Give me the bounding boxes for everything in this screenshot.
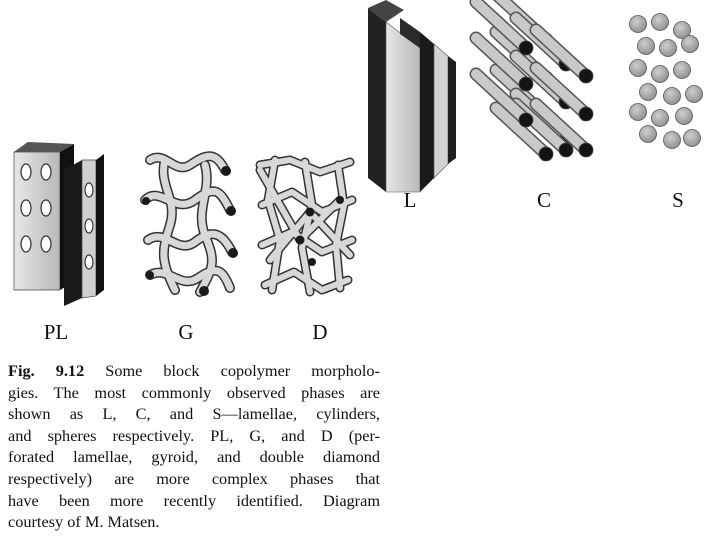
- sphere: [651, 13, 669, 31]
- sphere: [663, 131, 681, 149]
- cylinder-rod: [471, 33, 531, 89]
- gyroid-structure: [140, 151, 238, 297]
- sphere: [673, 21, 691, 39]
- cylinder-rod: [531, 25, 591, 81]
- double-diamond-structure: [255, 155, 357, 297]
- label-C: C: [536, 188, 551, 212]
- label-G: G: [178, 320, 194, 344]
- caption-line: Some block copolymer morpholo-: [105, 361, 380, 380]
- cylinder-end: [518, 76, 534, 92]
- sphere: [637, 37, 655, 55]
- sphere: [639, 125, 657, 143]
- sphere: [659, 39, 677, 57]
- label-D: D: [312, 320, 328, 344]
- cylinder-rod: [491, 103, 551, 159]
- sphere: [629, 103, 647, 121]
- sphere: [673, 61, 691, 79]
- caption-line: have been more recently identified. Diag…: [8, 490, 380, 510]
- sphere: [629, 15, 647, 33]
- caption-line: forated lamellae, gyroid, and double dia…: [8, 447, 380, 467]
- sphere: [651, 109, 669, 127]
- sphere: [639, 83, 657, 101]
- cylinder-end: [538, 146, 554, 162]
- sphere: [681, 35, 699, 53]
- caption-line: gies. The most commonly observed phases …: [8, 382, 380, 402]
- label-S: S: [672, 188, 684, 212]
- sphere: [683, 129, 701, 147]
- label-L: L: [403, 188, 417, 212]
- sphere: [663, 87, 681, 105]
- cylinder-rod: [471, 69, 531, 125]
- caption-line: shown as L, C, and S—lamellae, cylinders…: [8, 404, 380, 424]
- lamellae-structure: [368, 0, 456, 193]
- cylinder-rod: [531, 99, 591, 155]
- cylinders-structure: [469, 0, 594, 162]
- perforated-lamellae-structure: [13, 142, 104, 306]
- cylinder-end: [578, 68, 594, 84]
- sphere: [675, 107, 693, 125]
- caption-line: and spheres respectively. PL, G, and D (…: [8, 425, 380, 445]
- cylinder-rod: [531, 63, 591, 119]
- cylinder-end: [558, 142, 574, 158]
- sphere: [685, 85, 703, 103]
- cylinder-rod: [471, 0, 531, 53]
- figure-number: Fig. 9.12: [8, 361, 85, 380]
- spheres-structure: [629, 13, 703, 149]
- label-PL: PL: [43, 320, 69, 344]
- cylinder-end: [518, 112, 534, 128]
- caption-line: respectively) are more complex phases th…: [8, 468, 380, 488]
- sphere: [629, 59, 647, 77]
- caption-line: courtesy of M. Matsen.: [8, 512, 160, 532]
- cylinder-end: [518, 40, 534, 56]
- figure-caption: Fig. 9.12 Some block copolymer morpholo-…: [8, 360, 380, 533]
- sphere: [651, 65, 669, 83]
- cylinder-end: [578, 106, 594, 122]
- cylinder-end: [578, 142, 594, 158]
